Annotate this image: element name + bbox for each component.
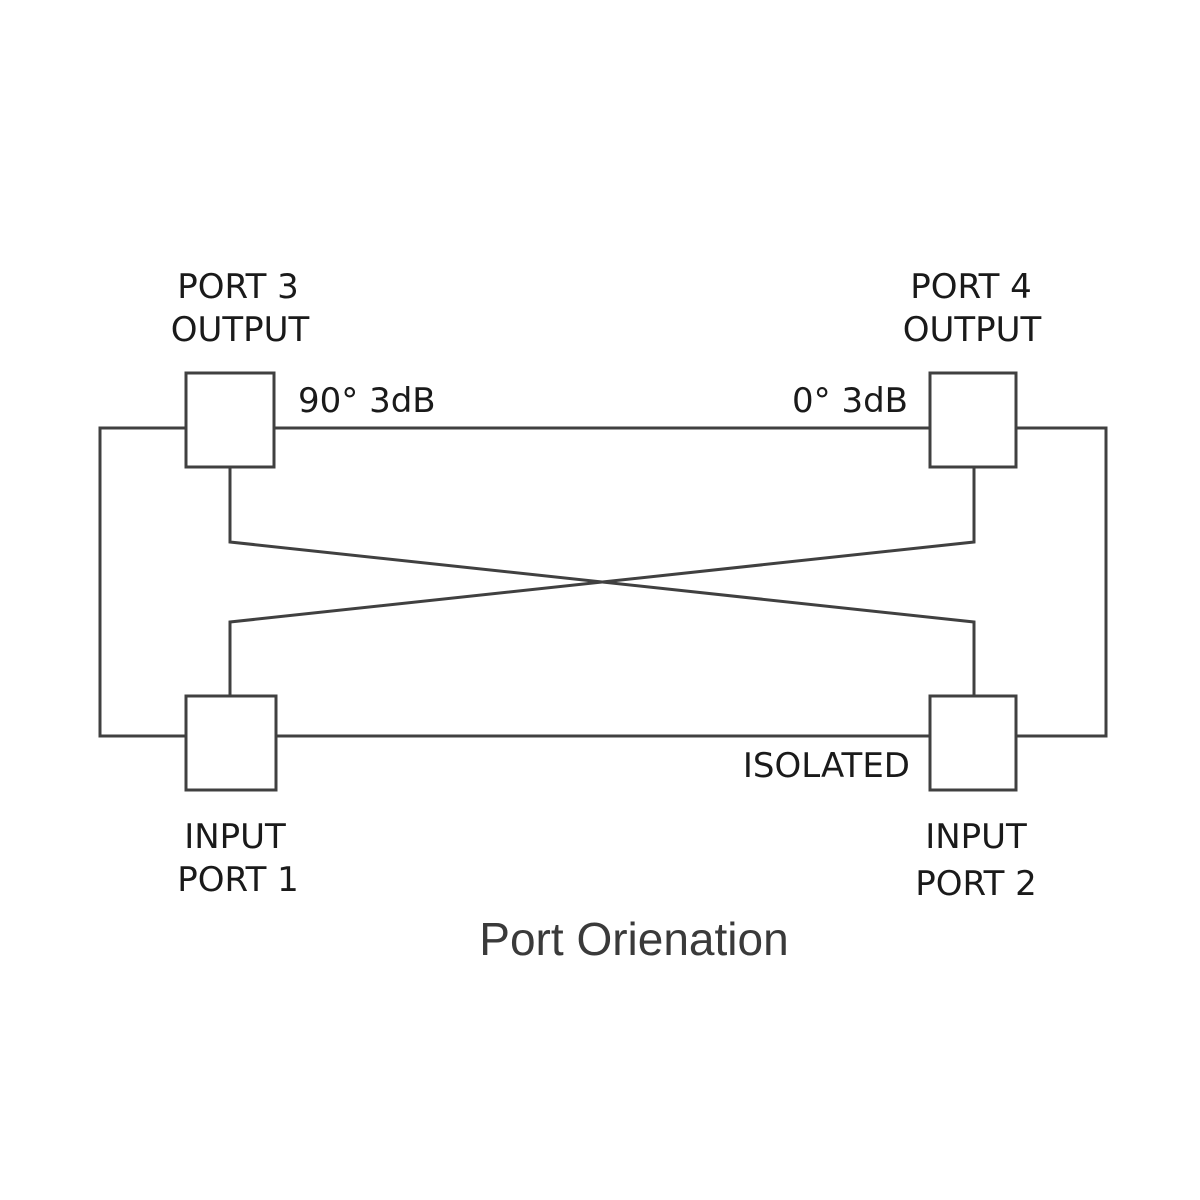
port-3-box xyxy=(184,371,276,469)
port-3-role: OUTPUT xyxy=(171,310,310,350)
cross-wire-port1-to-port4 xyxy=(228,465,976,698)
port-1-role: INPUT xyxy=(184,817,286,857)
port-2-title: PORT 2 xyxy=(915,864,1037,904)
port-4-title: PORT 4 xyxy=(910,267,1032,307)
port-2-box xyxy=(928,694,1018,792)
port-3-title: PORT 3 xyxy=(177,267,299,307)
port-2-isolated-label: ISOLATED xyxy=(743,746,910,786)
diagram-caption: Port Orienation xyxy=(479,913,788,965)
port-2-role: INPUT xyxy=(925,817,1027,857)
port-3-phase-label: 90° 3dB xyxy=(298,381,436,421)
left-outer-wire xyxy=(98,426,188,738)
port-4-box xyxy=(928,371,1018,469)
port-1-box xyxy=(184,694,278,792)
port-4-phase-label: 0° 3dB xyxy=(792,381,908,421)
right-outer-wire xyxy=(1014,426,1108,738)
port-4-role: OUTPUT xyxy=(903,310,1042,350)
port-1-title: PORT 1 xyxy=(177,860,299,900)
